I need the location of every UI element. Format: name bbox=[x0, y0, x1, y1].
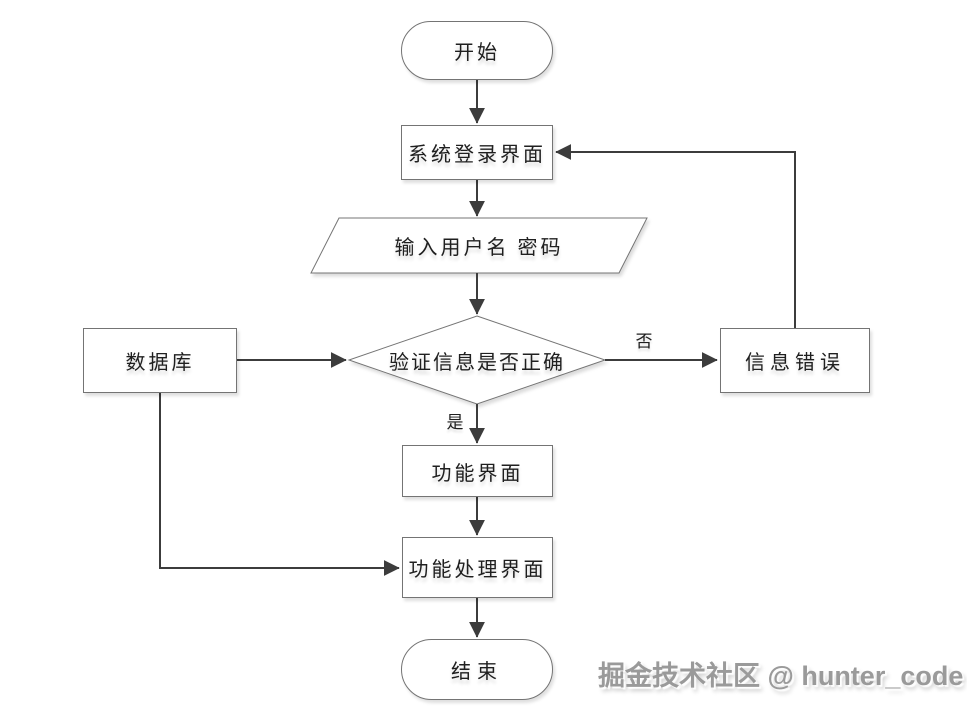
node-verify-label: 验证信息是否正确 bbox=[389, 351, 565, 374]
node-verify: 验证信息是否正确 bbox=[349, 316, 605, 404]
node-end: 结束 bbox=[401, 639, 553, 700]
node-database: 数据库 bbox=[83, 328, 237, 393]
node-database-label: 数据库 bbox=[125, 352, 195, 374]
node-start: 开始 bbox=[401, 21, 553, 80]
node-error: 信息错误 bbox=[720, 328, 870, 393]
watermark-text: 掘金技术社区 @ hunter_code bbox=[598, 661, 964, 691]
node-process: 功能处理界面 bbox=[402, 537, 553, 598]
edge-label-yes: 是 bbox=[446, 413, 464, 432]
edge-database-to-process bbox=[159, 393, 400, 576]
node-start-label: 开始 bbox=[454, 42, 500, 64]
node-end-label: 结束 bbox=[451, 661, 503, 683]
edge-error-to-login bbox=[555, 144, 796, 328]
edge-label-no: 否 bbox=[635, 332, 653, 351]
node-input-label: 输入用户名 密码 bbox=[394, 237, 564, 259]
node-input: 输入用户名 密码 bbox=[311, 218, 647, 273]
node-error-label: 信息错误 bbox=[745, 352, 845, 374]
node-function-label: 功能界面 bbox=[431, 462, 524, 485]
input-parallelogram-shape bbox=[310, 217, 648, 274]
node-function: 功能界面 bbox=[402, 445, 553, 497]
node-login-label: 系统登录界面 bbox=[408, 144, 546, 166]
node-process-label: 功能处理界面 bbox=[408, 559, 547, 581]
node-login: 系统登录界面 bbox=[401, 125, 553, 180]
